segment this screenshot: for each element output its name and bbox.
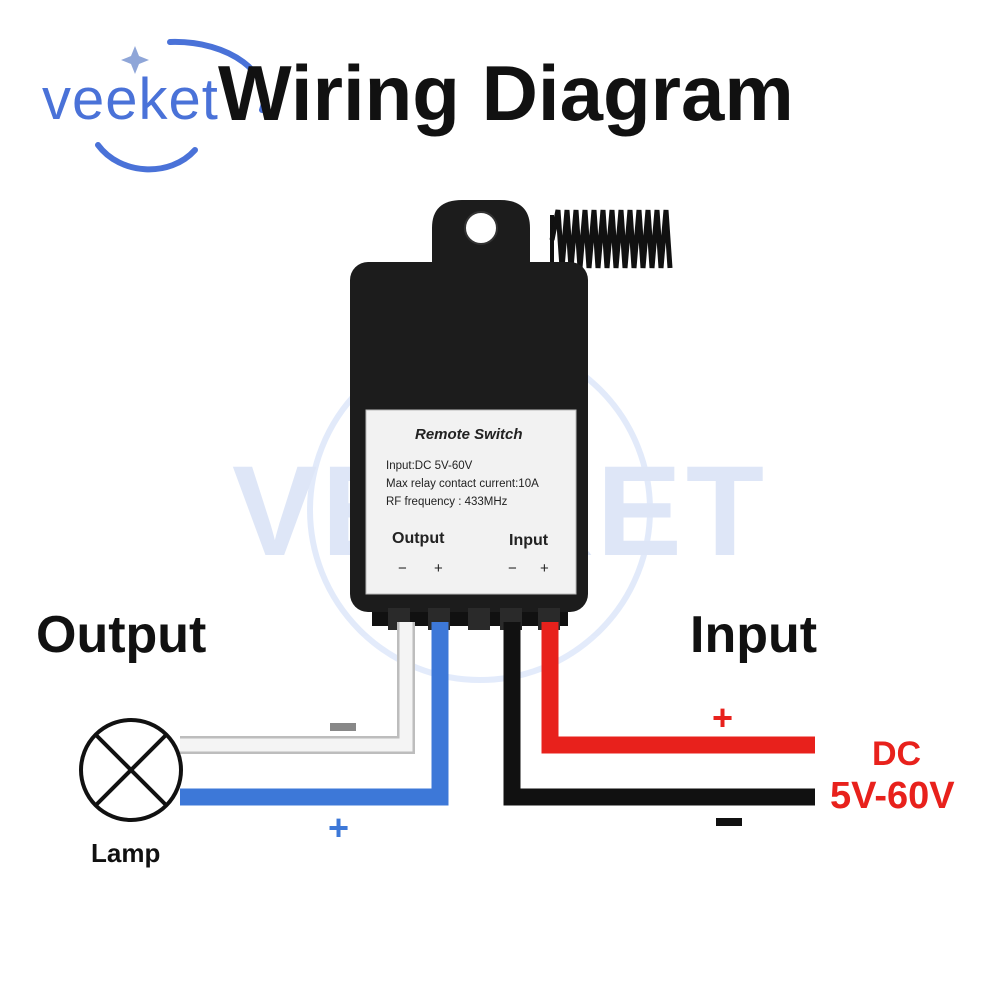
black-wire <box>503 622 815 806</box>
output-minus-sign <box>330 709 356 731</box>
brand-logo: veeket <box>42 67 219 132</box>
red-wire <box>541 622 815 754</box>
terminal-in-plus: + <box>540 560 549 577</box>
device-title: Remote Switch <box>415 426 523 443</box>
terminal-out-minus: − <box>398 560 407 577</box>
lamp-symbol <box>79 718 183 822</box>
voltage-label: 5V-60V <box>830 775 955 817</box>
input-plus-sign: + <box>712 697 734 738</box>
mounting-hole <box>464 211 498 245</box>
spec-input: Input:DC 5V-60V <box>386 460 473 472</box>
remote-switch-module <box>350 200 588 630</box>
lamp-label: Lamp <box>91 838 161 868</box>
terminal-in-minus: − <box>508 560 517 577</box>
page-title: Wiring Diagram <box>218 49 794 137</box>
spec-max-current: Max relay contact current:10A <box>386 478 539 490</box>
input-minus-sign <box>716 800 742 826</box>
terminal-input-label: Input <box>509 532 549 549</box>
wires <box>180 622 815 806</box>
label-sticker <box>365 409 577 595</box>
blue-wire <box>180 622 449 806</box>
output-label: Output <box>36 606 207 664</box>
spec-rf-frequency: RF frequency : 433MHz <box>386 496 508 508</box>
terminal-out-plus: + <box>434 560 443 577</box>
dc-label: DC <box>872 735 922 773</box>
logo-mark <box>95 38 268 173</box>
input-label: Input <box>690 606 818 664</box>
output-plus-sign: + <box>328 807 350 848</box>
terminal-output-label: Output <box>392 530 445 547</box>
